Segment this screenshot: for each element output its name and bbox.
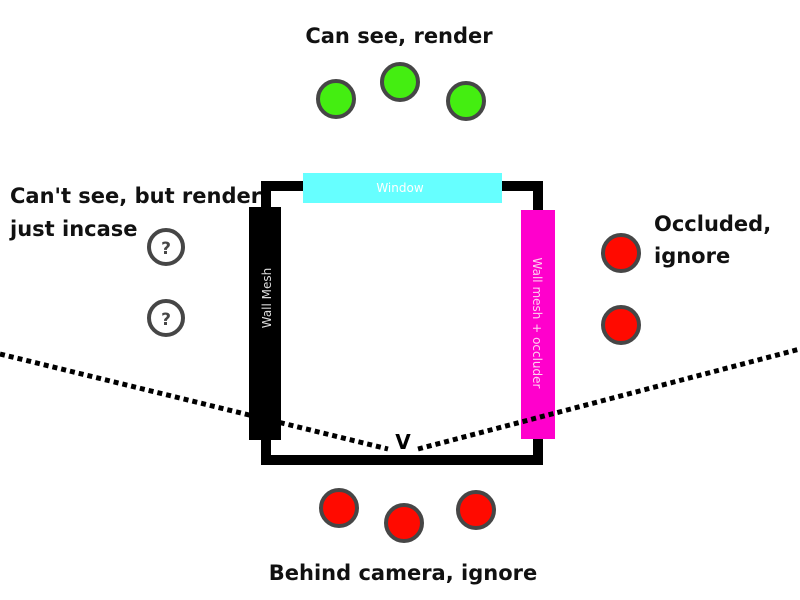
visible-object-circle — [380, 62, 420, 102]
wall-mesh — [249, 207, 281, 440]
cant-see-label-line2: just incase — [9, 217, 138, 241]
question-icon: ? — [147, 228, 185, 266]
wall-mesh-label: Wall Mesh — [260, 268, 274, 329]
room-wall-bottom — [261, 438, 543, 465]
visible-object-circle — [446, 81, 486, 121]
behind-camera-object-circle — [319, 488, 359, 528]
occluded-object-circle — [601, 305, 641, 345]
question-icon: ? — [147, 299, 185, 337]
room-outline — [261, 181, 543, 465]
frustum-left-line — [0, 351, 389, 452]
window — [303, 173, 502, 203]
behind-camera-object-circle — [456, 490, 496, 530]
svg-text:?: ? — [161, 239, 171, 259]
visible-object-circle — [316, 79, 356, 119]
window-label: Window — [376, 181, 424, 195]
occluded-label-line1: Occluded, — [654, 212, 771, 236]
occluded-objects — [601, 233, 641, 345]
occluded-object-circle — [601, 233, 641, 273]
visible-objects — [316, 62, 486, 121]
can-see-label: Can see, render — [305, 24, 493, 48]
room-wall-top-left — [261, 181, 306, 210]
svg-text:?: ? — [161, 310, 171, 330]
uncertain-objects: ? ? — [147, 228, 185, 337]
behind-camera-objects — [319, 488, 496, 543]
frustum-right-line — [417, 346, 800, 452]
viewer-label: V — [395, 430, 411, 454]
occluded-label-line2: ignore — [654, 244, 730, 268]
behind-camera-label: Behind camera, ignore — [269, 561, 537, 585]
wall-occluder-label: Wall mesh + occluder — [530, 258, 544, 389]
room-wall-top-right — [498, 181, 543, 212]
wall-occluder — [521, 210, 555, 439]
cant-see-label-line1: Can't see, but render — [10, 184, 262, 208]
behind-camera-object-circle — [384, 503, 424, 543]
